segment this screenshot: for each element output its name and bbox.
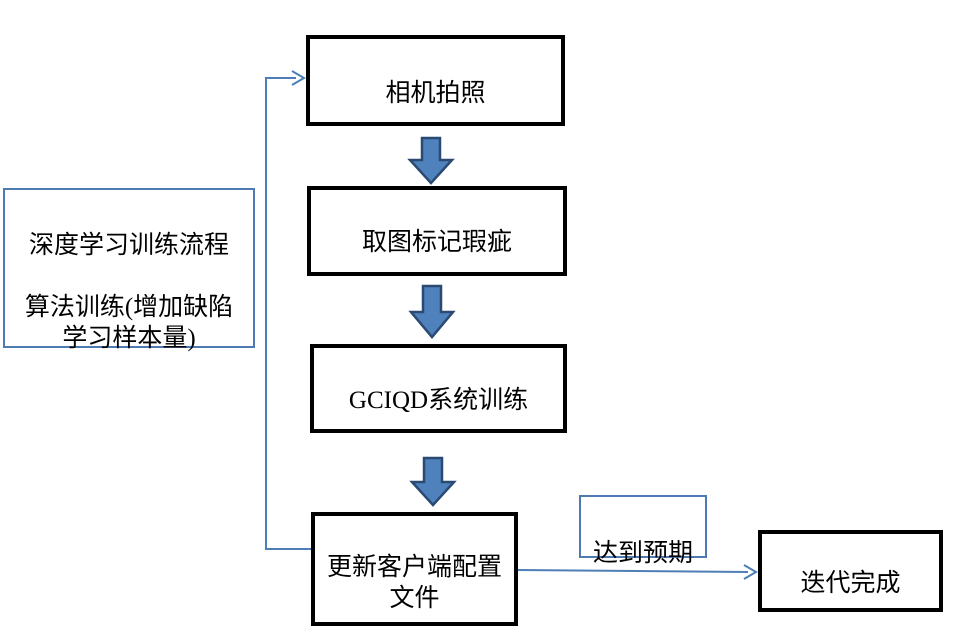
side-note-box: 深度学习训练流程 算法训练(增加缺陷 学习样本量) xyxy=(3,188,255,352)
node-mark-defects: 取图标记瑕疵 xyxy=(307,186,567,276)
branch-condition-label: 达到预期 xyxy=(592,540,693,567)
node-gciqd-training: GCIQD系统训练 xyxy=(310,344,567,433)
down-arrow-icon xyxy=(409,456,457,507)
node-camera-capture: 相机拍照 xyxy=(306,35,565,126)
node-label: 迭代完成 xyxy=(800,570,901,597)
node-iteration-complete: 迭代完成 xyxy=(758,530,943,612)
node-update-config: 更新客户端配置 文件 xyxy=(311,512,518,626)
branch-condition-box: 达到预期 xyxy=(579,495,707,567)
down-arrow-icon xyxy=(408,284,456,339)
side-note-text: 深度学习训练流程 算法训练(增加缺陷 学习样本量) xyxy=(24,232,234,352)
success-connector-line xyxy=(517,569,749,573)
feedback-connector-line xyxy=(265,77,311,550)
feedback-arrowhead-icon xyxy=(291,70,306,86)
node-label: GCIQD系统训练 xyxy=(348,387,529,414)
node-label: 更新客户端配置 文件 xyxy=(326,554,502,612)
down-arrow-icon xyxy=(407,136,455,185)
node-label: 取图标记瑕疵 xyxy=(361,229,512,256)
success-arrowhead-icon xyxy=(743,564,758,580)
node-label: 相机拍照 xyxy=(385,80,486,107)
